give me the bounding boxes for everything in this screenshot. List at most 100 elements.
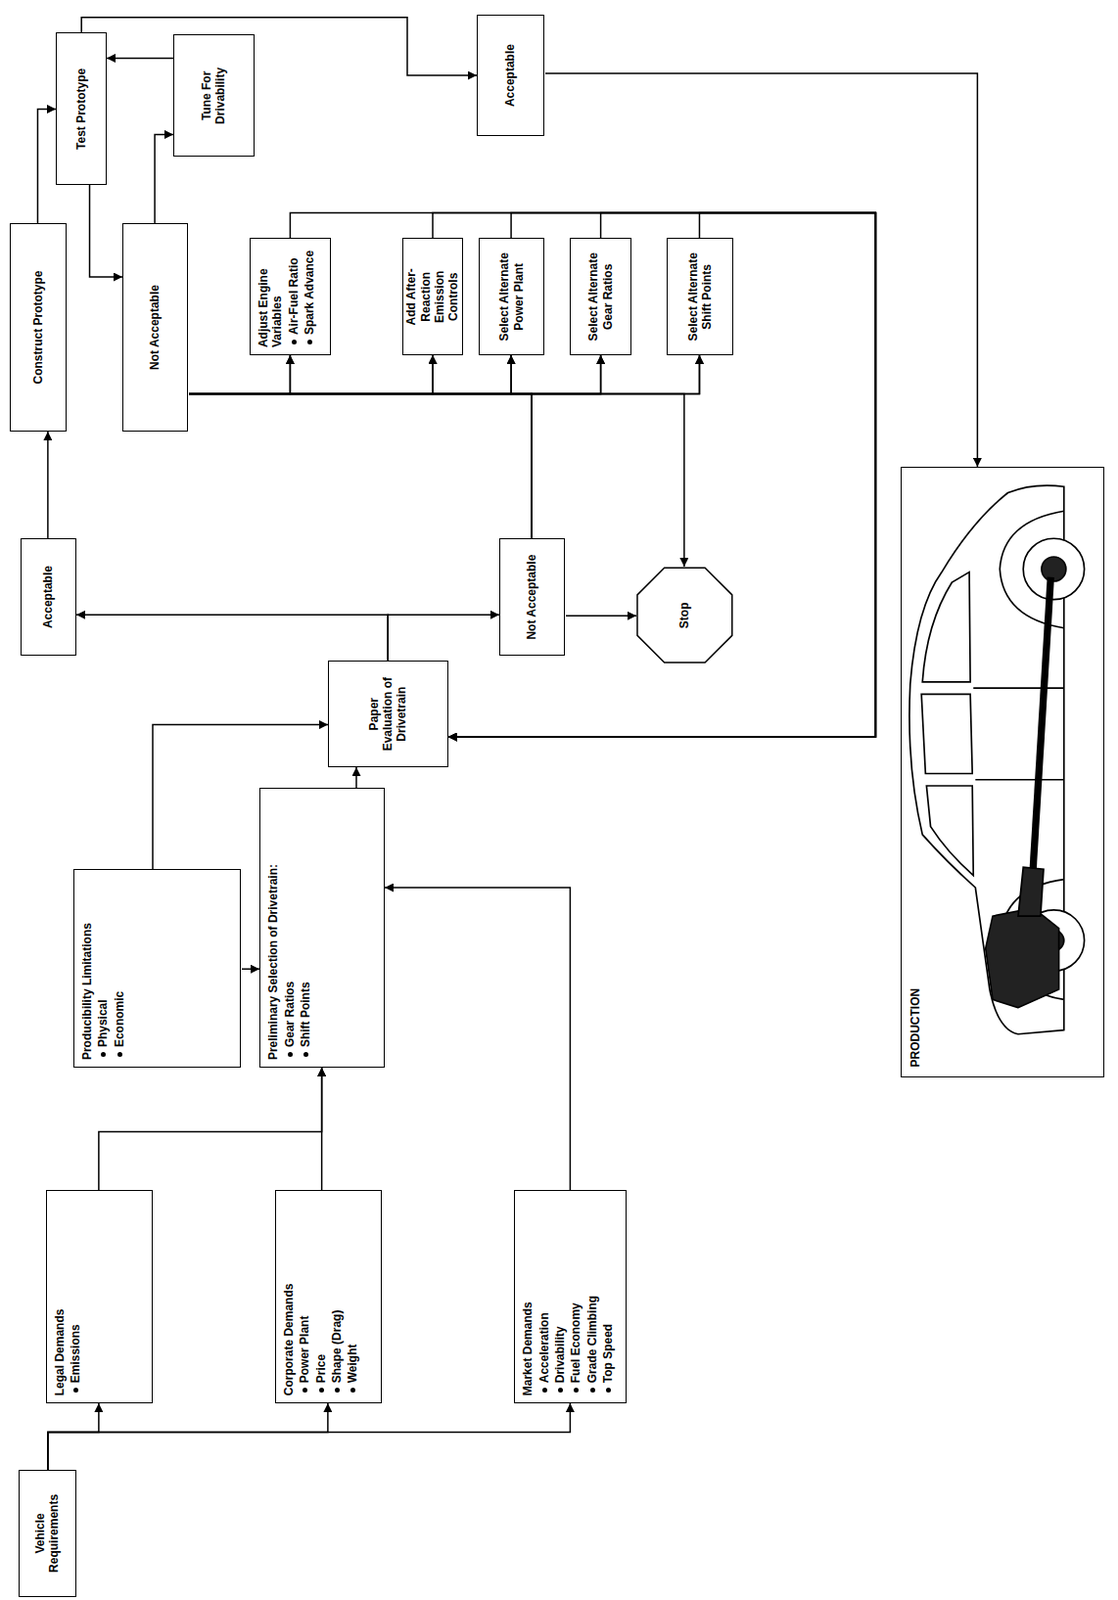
- connector: [37, 108, 56, 224]
- car-wheel-rear: [1023, 538, 1084, 600]
- connector: [545, 73, 978, 467]
- bullet-dot: [605, 1388, 611, 1394]
- box-heading: Tune For Drivability: [199, 42, 229, 149]
- bullet-label: Shift Points: [298, 795, 313, 1048]
- box-label: Select Alternate Power Plant: [497, 246, 526, 349]
- connector: [531, 355, 602, 539]
- box-label: Stop: [677, 602, 692, 629]
- process-box: Construct Prototype: [9, 223, 66, 432]
- bullet-label: Weight: [345, 1198, 360, 1384]
- connector: [188, 394, 685, 567]
- bullet-item: Air-Fuel Ratio: [286, 246, 301, 349]
- evaluation-box: Paper Evaluation of Drivetrain: [327, 660, 449, 768]
- connector: [531, 355, 700, 539]
- car-window-middle: [921, 694, 973, 774]
- connector: [565, 615, 637, 618]
- car-window-rear: [922, 572, 971, 683]
- box-label: Acceptable: [41, 565, 55, 629]
- bullet-label: Shape (Drag): [329, 1198, 344, 1384]
- bullet-dot: [542, 1388, 548, 1394]
- box-heading: Vehicle Requirements: [33, 1478, 62, 1590]
- bullet-label: Top Speed: [601, 1198, 615, 1384]
- bullet-dot: [291, 339, 297, 345]
- bullet-dot: [350, 1388, 356, 1394]
- connector: [511, 355, 532, 539]
- box-heading: Producibility Limitations: [80, 877, 94, 1061]
- box-label: Producibility Limitations: [80, 877, 94, 1061]
- box-label: Select Alternate Gear Ratios: [586, 246, 615, 349]
- box-label: Market Demands: [520, 1198, 535, 1397]
- box-heading: Test Prototype: [74, 68, 89, 150]
- connector: [241, 968, 260, 971]
- car-door-line: [973, 688, 1065, 781]
- connector: [355, 767, 358, 789]
- box-label: Legal Demands: [52, 1198, 67, 1397]
- bullet-dot: [558, 1388, 563, 1394]
- box-label: Add After-Reaction Emission Controls: [404, 246, 462, 349]
- box-heading: Legal Demands: [52, 1198, 67, 1397]
- car-transmission: [1018, 867, 1044, 917]
- connector: [81, 17, 477, 76]
- bullet-label: Power Plant: [297, 1198, 312, 1384]
- decision-box: Acceptable: [20, 538, 77, 656]
- bullet-dot: [302, 1388, 308, 1394]
- box-heading: Acceptable: [503, 44, 517, 107]
- connector: [154, 134, 174, 224]
- connector: [448, 212, 876, 738]
- option-box: Select Alternate Power Plant: [478, 238, 546, 357]
- connector: [188, 355, 602, 395]
- box-heading: Select Alternate Gear Ratios: [586, 246, 615, 349]
- process-box: Test Prototype: [55, 32, 107, 186]
- connector: [106, 57, 174, 60]
- demands-box: Legal DemandsEmissions: [46, 1190, 153, 1404]
- connector: [432, 355, 532, 539]
- box-label: Paper Evaluation of Drivetrain: [367, 668, 410, 760]
- connector: [321, 1068, 324, 1191]
- selection-box: Preliminary Selection of Drivetrain:Gear…: [259, 788, 385, 1069]
- box-heading: PRODUCTION: [907, 474, 924, 1071]
- bullet-label: Drivability: [553, 1198, 567, 1384]
- car-drawing: [909, 485, 1085, 1035]
- box-label: Tune For Drivability: [199, 42, 229, 149]
- process-box: Tune For Drivability: [173, 34, 255, 157]
- connector: [188, 355, 433, 395]
- decision-box: Not Acceptable: [122, 223, 189, 432]
- box-label: Corporate Demands: [281, 1198, 296, 1397]
- bullet-item: Shift Points: [298, 795, 313, 1061]
- stop-octagon: Stop: [636, 566, 734, 664]
- bullet-label: Acceleration: [537, 1198, 552, 1384]
- bullet-dot: [573, 1388, 579, 1394]
- connector: [188, 355, 699, 395]
- bullet-item: Physical: [95, 877, 110, 1061]
- demands-box: Market DemandsAccelerationDrivabilityFue…: [513, 1190, 626, 1404]
- connector: [188, 355, 290, 395]
- box-label: Acceptable: [503, 44, 517, 107]
- bullet-dot: [303, 1052, 309, 1058]
- connector: [432, 212, 876, 738]
- demands-box: Corporate DemandsPower PlantPriceShape (…: [275, 1190, 382, 1404]
- connector: [448, 212, 876, 738]
- box-heading: Preliminary Selection of Drivetrain:: [266, 795, 280, 1061]
- box-heading: Construct Prototype: [31, 271, 46, 385]
- decision-box: Acceptable: [476, 14, 546, 138]
- bullet-dot: [287, 1052, 293, 1058]
- car-window-front: [926, 786, 974, 877]
- limitations-box: Producibility LimitationsPhysicalEconomi…: [73, 869, 242, 1069]
- bullet-label: Economic: [112, 877, 127, 1048]
- bullet-item: Grade Climbing: [585, 1198, 600, 1397]
- connector: [76, 614, 388, 661]
- connector: [47, 1403, 328, 1471]
- option-box: Select Alternate Shift Points: [666, 238, 734, 357]
- box-heading: Market Demands: [520, 1198, 535, 1397]
- bullet-label: Price: [314, 1198, 328, 1384]
- bullet-label: Physical: [95, 877, 110, 1048]
- box-label: Test Prototype: [74, 68, 89, 150]
- box-heading: Not Acceptable: [147, 284, 162, 371]
- bullet-label: Grade Climbing: [585, 1198, 600, 1384]
- box-heading: Stop: [677, 602, 692, 629]
- bullet-dot: [73, 1388, 79, 1394]
- option-box: Adjust Engine VariablesAir-Fuel RatioSpa…: [249, 238, 331, 357]
- bullet-dot: [117, 1052, 123, 1058]
- bullet-item: Economic: [112, 877, 127, 1061]
